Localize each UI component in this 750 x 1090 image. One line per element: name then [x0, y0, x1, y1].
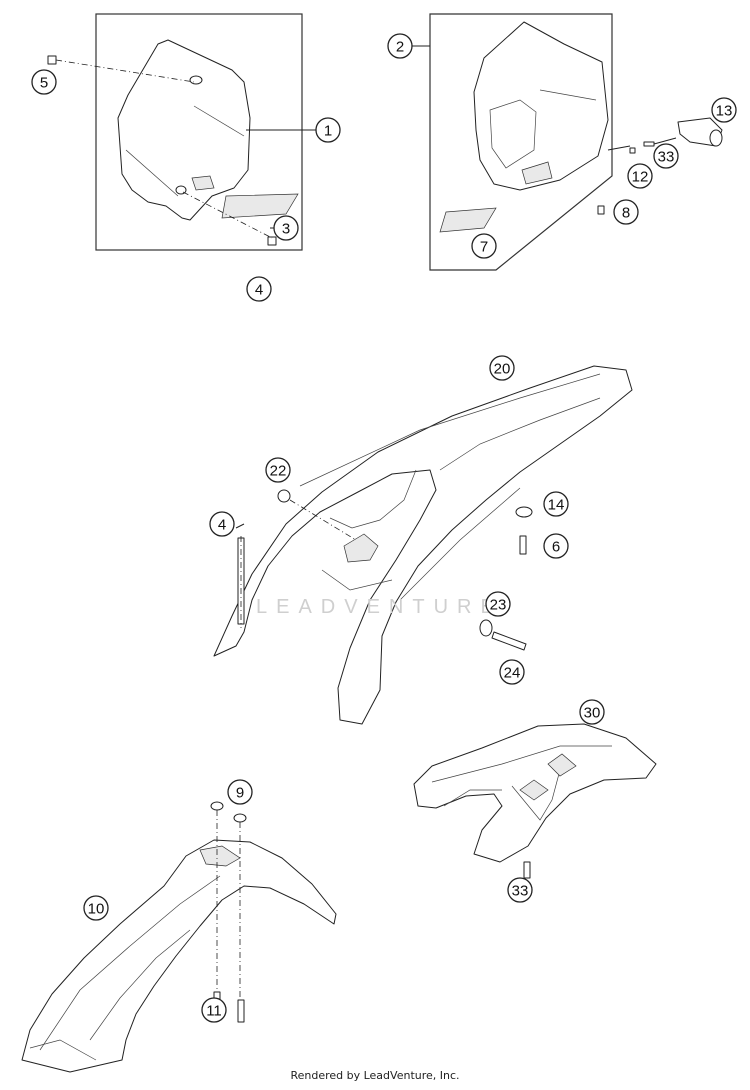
nut-22	[277, 489, 291, 503]
svg-text:6: 6	[552, 539, 560, 556]
svg-text:4: 4	[218, 517, 226, 534]
svg-text:24: 24	[504, 665, 521, 682]
svg-text:22: 22	[270, 463, 287, 480]
decal-part	[221, 193, 299, 219]
callout-4-top: 4	[246, 276, 272, 302]
callout-6: 6	[543, 533, 569, 559]
group-box-number-plate	[95, 13, 303, 251]
callout-20: 20	[489, 355, 515, 381]
callout-8: 8	[613, 199, 639, 225]
front-fender-part	[21, 839, 337, 1073]
svg-text:4: 4	[255, 282, 263, 299]
bolt-6	[519, 535, 527, 555]
grommet-14	[515, 506, 533, 518]
callout-33-bottom: 33	[507, 877, 533, 903]
screw-5	[47, 55, 57, 65]
callout-5: 5	[31, 69, 57, 95]
callout-33-top: 33	[653, 143, 679, 169]
callout-22: 22	[265, 457, 291, 483]
callout-23: 23	[485, 591, 511, 617]
callout-14: 14	[543, 491, 569, 517]
callout-9: 9	[227, 779, 253, 805]
callout-10: 10	[83, 895, 109, 921]
screw-24	[491, 631, 527, 651]
svg-text:11: 11	[206, 1003, 222, 1020]
screw-8	[597, 205, 605, 215]
callout-7: 7	[471, 233, 497, 259]
svg-text:5: 5	[40, 75, 48, 92]
mount-13	[677, 117, 723, 147]
headlight-mask-part	[473, 21, 609, 191]
callout-4-middle: 4	[209, 511, 235, 537]
svg-text:33: 33	[512, 883, 529, 900]
svg-text:9: 9	[236, 785, 244, 802]
nut-12	[629, 147, 636, 154]
svg-text:12: 12	[632, 169, 649, 186]
grommet-23	[479, 619, 493, 637]
screw-33b	[523, 861, 531, 879]
svg-text:7: 7	[480, 239, 488, 256]
callout-24: 24	[499, 659, 525, 685]
callout-1: 1	[315, 117, 341, 143]
callout-12: 12	[627, 163, 653, 189]
bolt-11b	[237, 999, 245, 1023]
number-plate-part	[117, 39, 251, 221]
svg-text:23: 23	[490, 597, 507, 614]
callout-2: 2	[387, 33, 413, 59]
group-box-headlight-mask	[429, 13, 613, 271]
footer-credit: Rendered by LeadVenture, Inc.	[290, 1069, 460, 1082]
svg-text:1: 1	[324, 123, 332, 140]
screw-4-top	[267, 236, 277, 246]
callout-13: 13	[711, 97, 737, 123]
callout-3: 3	[273, 215, 299, 241]
callout-30: 30	[579, 699, 605, 725]
svg-text:14: 14	[548, 497, 565, 514]
svg-text:30: 30	[584, 705, 601, 722]
rear-fender-part	[213, 365, 633, 725]
decal-7	[439, 207, 497, 233]
screw-33	[643, 141, 655, 147]
washer-9b	[233, 813, 247, 823]
number-plate-clip	[191, 175, 215, 191]
airbox-cover-part	[413, 723, 657, 863]
svg-text:8: 8	[622, 205, 630, 222]
svg-text:10: 10	[88, 901, 105, 918]
washer-9a	[210, 801, 224, 811]
svg-text:20: 20	[494, 361, 511, 378]
svg-text:13: 13	[716, 103, 733, 120]
svg-text:2: 2	[396, 39, 404, 56]
svg-text:3: 3	[282, 221, 290, 238]
svg-text:33: 33	[658, 149, 675, 166]
watermark: LEADVENTURE	[256, 596, 503, 618]
callout-11: 11	[201, 997, 227, 1023]
